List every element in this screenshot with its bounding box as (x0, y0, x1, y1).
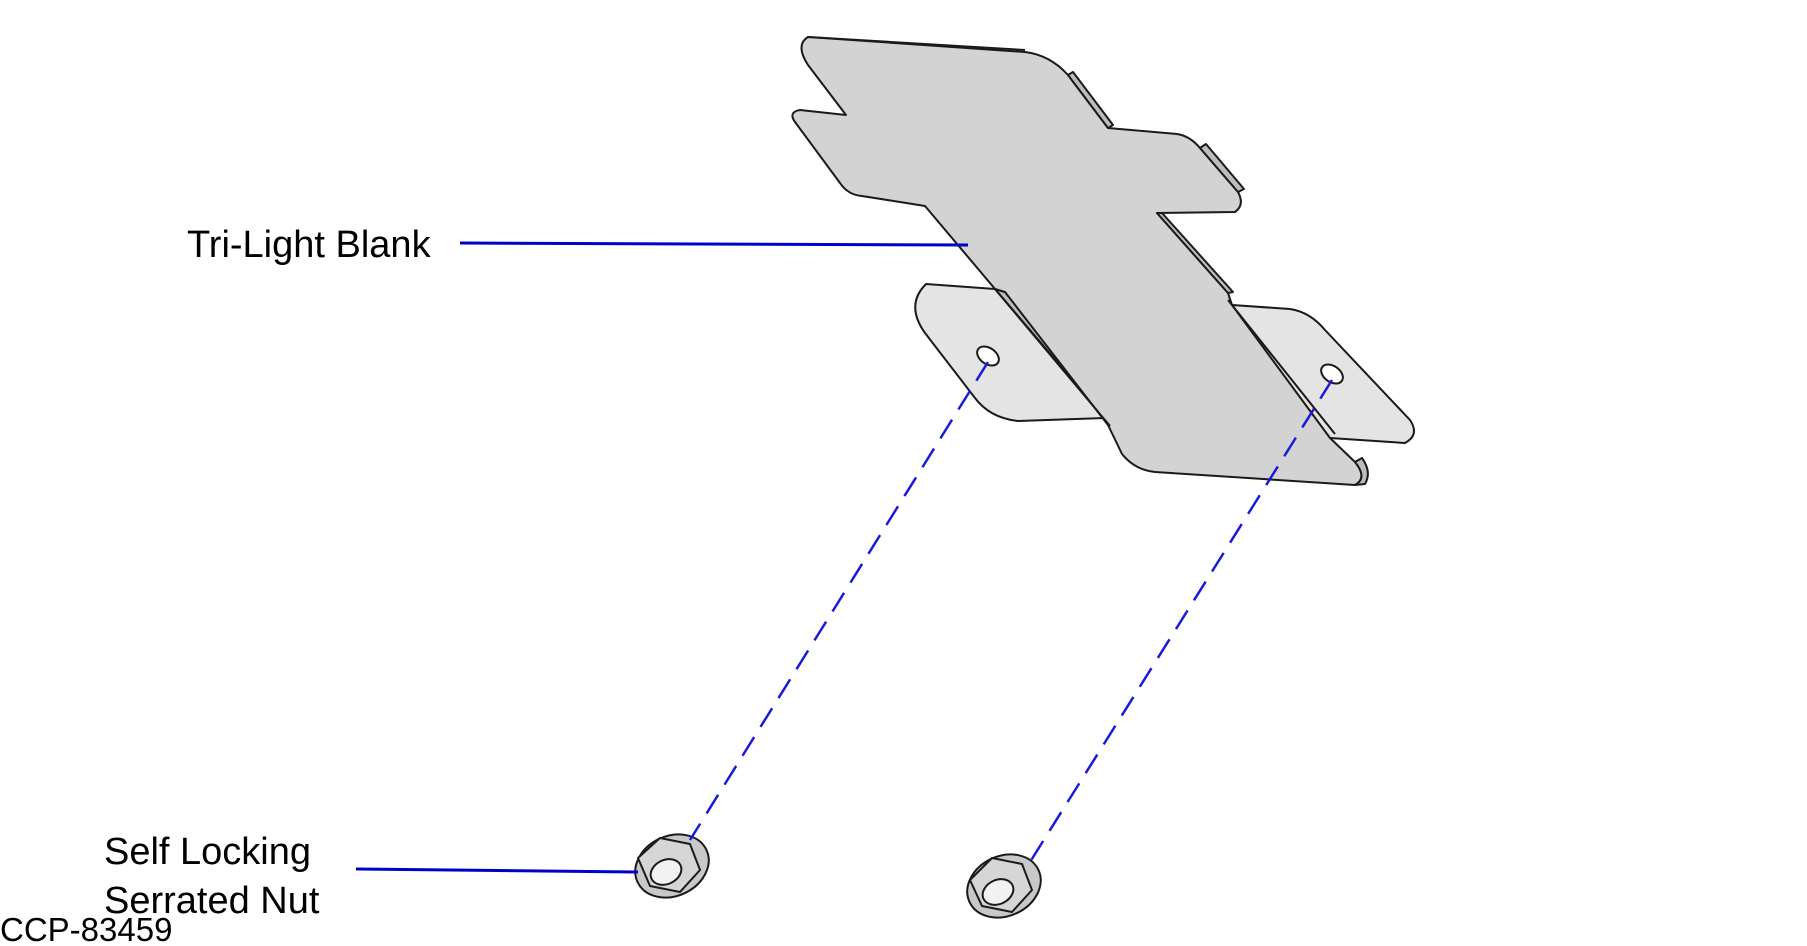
plate-right-edge (1067, 71, 1114, 129)
nut-right-hole (981, 878, 1015, 906)
assembly-line-left (688, 361, 990, 841)
nut-left (634, 833, 710, 899)
label-nut-line-2: Serrated Nut (104, 880, 320, 922)
plate-fold-line-left (994, 288, 1111, 427)
label-nut-line-1: Self Locking (104, 831, 311, 873)
right-mounting-hole (1320, 363, 1344, 385)
nut-left-hole (649, 858, 683, 886)
left-mounting-hole (976, 345, 1000, 367)
left-flange (914, 283, 1106, 422)
label-tri-light-blank: Tri-Light Blank (187, 224, 432, 266)
leader-line-tri-light-blank (459, 241, 969, 247)
assembly-line-right (1028, 379, 1334, 863)
plate-fold-line-right (1227, 299, 1336, 435)
leader-line-nut (355, 867, 639, 874)
plate-right-edge-2 (1199, 143, 1245, 193)
tri-light-blank-plate (791, 36, 1415, 486)
figure-id: CCP-83459 (0, 911, 172, 946)
plate-bottom-edge (1354, 457, 1369, 486)
nut-right (966, 853, 1042, 919)
plate-top-edge (807, 36, 1026, 51)
plate-lower-edge (1156, 212, 1234, 294)
